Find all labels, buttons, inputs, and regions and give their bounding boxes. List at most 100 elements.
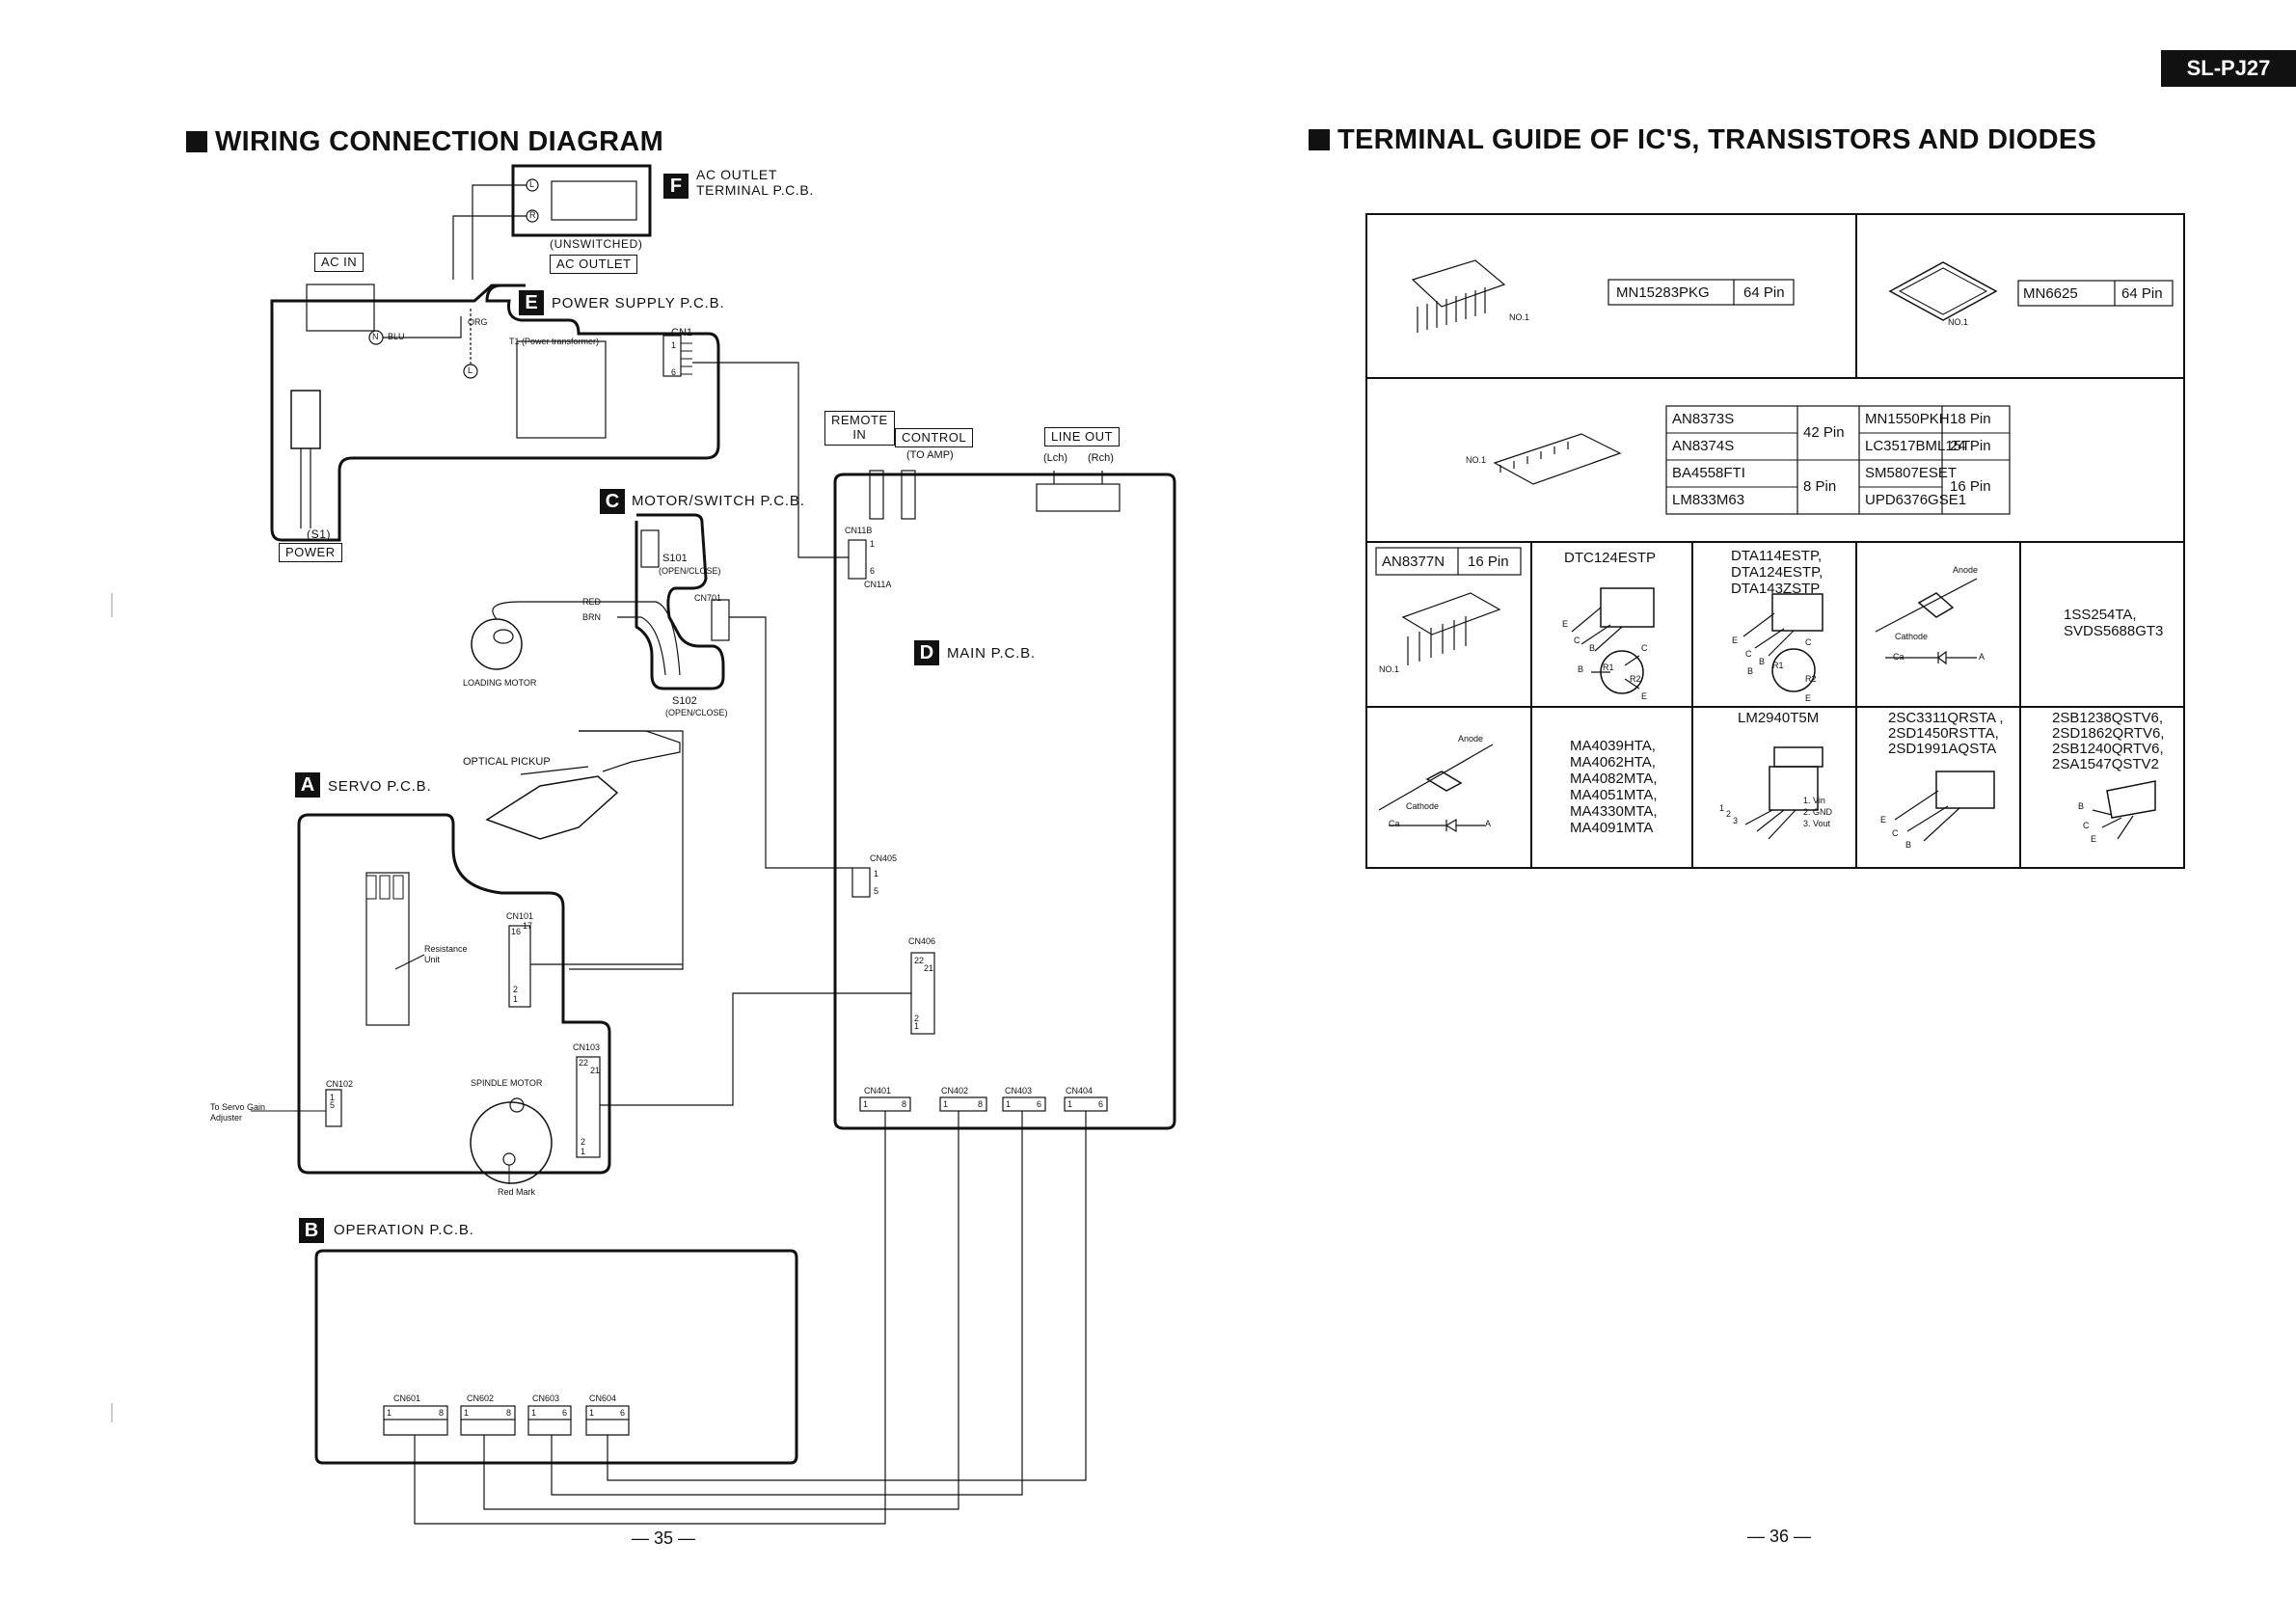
cn403-connector xyxy=(1002,1096,1046,1112)
org-label: ORG xyxy=(468,317,488,327)
cn603-connector xyxy=(527,1405,572,1420)
dtc-b2: B xyxy=(1578,664,1584,674)
pcb-letter-c: C xyxy=(600,489,625,514)
motor-switch-name: MOTOR/SWITCH P.C.B. xyxy=(632,493,805,509)
tr-2sc3311qrsta: 2SC3311QRSTA , xyxy=(1888,710,2004,726)
dta-b2: B xyxy=(1747,666,1754,676)
diode-cathode-label: Cathode xyxy=(1895,632,1929,641)
heading-square-icon xyxy=(186,131,207,152)
transformer-label: T1 (Power transformer) xyxy=(509,337,600,346)
unswitched-label: (UNSWITCHED) xyxy=(550,237,643,251)
sb-b: B xyxy=(2078,801,2085,811)
pins-16: 16 Pin xyxy=(1950,478,1991,495)
resistance-unit xyxy=(365,872,410,1026)
pins-8: 8 Pin xyxy=(1803,478,1837,495)
cn603-pin1: 1 xyxy=(531,1408,537,1418)
cn401-pin8: 8 xyxy=(902,1099,907,1109)
cn101-pin1: 1 xyxy=(513,994,519,1004)
cn11b-label: CN11B xyxy=(845,526,873,535)
resistance-unit-label-1: Resistance xyxy=(424,944,468,954)
terminal-guide-heading-text: TERMINAL GUIDE OF IC'S, TRANSISTORS AND … xyxy=(1337,124,2097,155)
diode-ca-label: Ca xyxy=(1893,652,1904,662)
servo-pcb-name: SERVO P.C.B. xyxy=(328,778,432,795)
wiring-heading-text: WIRING CONNECTION DIAGRAM xyxy=(215,126,664,157)
pcb-letter-d: D xyxy=(914,640,939,665)
cn402-label: CN402 xyxy=(941,1086,969,1096)
cn403-pin1: 1 xyxy=(1006,1099,1012,1109)
cn1-pin1: 1 xyxy=(671,340,677,350)
cn602-connector xyxy=(460,1405,516,1420)
operation-board xyxy=(314,1249,798,1465)
cn604-pin6: 6 xyxy=(620,1408,626,1418)
cn11-pin1: 1 xyxy=(870,539,876,549)
cn1-connector xyxy=(662,335,682,377)
dta-r1: R1 xyxy=(1772,661,1784,670)
diode-anode-label: Anode xyxy=(1953,565,1979,575)
cn103-label: CN103 xyxy=(573,1042,601,1052)
no1-label-a: NO.1 xyxy=(1509,312,1530,322)
cn406-pin21: 21 xyxy=(924,963,934,973)
cn103-pin1: 1 xyxy=(581,1147,586,1156)
ac-outlet-name-1: AC OUTLET xyxy=(696,167,777,182)
diode-1ss254ta: 1SS254TA, xyxy=(2064,607,2137,623)
cn402-connector xyxy=(939,1096,987,1112)
ic-lm833m63: LM833M63 xyxy=(1672,492,1745,508)
pcb-letter-b: B xyxy=(299,1218,324,1243)
cn102-pin1: 1 xyxy=(330,1093,336,1102)
ic-dip-drawing xyxy=(1411,259,1506,333)
cn103-pin22: 22 xyxy=(579,1058,589,1068)
pt-c: C xyxy=(1892,828,1899,838)
ic-an8377n: AN8377N xyxy=(1382,554,1445,570)
control-sub: (TO AMP) xyxy=(906,449,954,461)
ic-sop-drawing xyxy=(1493,433,1622,485)
cn602-pin1: 1 xyxy=(464,1408,470,1418)
tr-2sd1450rstta: 2SD1450RSTTA, xyxy=(1888,725,1999,742)
cn604-pin1: 1 xyxy=(589,1408,595,1418)
cn603-pin6: 6 xyxy=(562,1408,568,1418)
cn401-label: CN401 xyxy=(864,1086,892,1096)
page-number-36: — 36 — xyxy=(1747,1527,1812,1546)
reg-p3: 3 xyxy=(1733,816,1739,825)
cn604-connector xyxy=(585,1405,630,1420)
zener-ma4062hta: MA4062HTA, xyxy=(1570,754,1656,771)
ic-mn6625-pins: 64 Pin xyxy=(2121,285,2163,302)
ac-outlet-name-2: TERMINAL P.C.B. xyxy=(696,182,814,198)
n-node: N xyxy=(372,332,379,341)
remote-in-line2: IN xyxy=(852,426,867,442)
ic-lc3517bml15t-pins: 24 Pin xyxy=(1950,438,1991,454)
lch-label: (Lch) xyxy=(1043,452,1068,464)
cn604-label: CN604 xyxy=(589,1393,617,1403)
power-transformer xyxy=(516,340,607,439)
cn701-label: CN701 xyxy=(694,593,722,603)
reg-p2: 2 xyxy=(1726,809,1732,819)
cn102-label: CN102 xyxy=(326,1079,354,1089)
dta-b: B xyxy=(1759,657,1766,666)
cn603-label: CN603 xyxy=(532,1393,560,1403)
tr-dta114estp: DTA114ESTP, xyxy=(1731,548,1823,564)
control-label: CONTROL xyxy=(895,428,974,448)
cn601-pin8: 8 xyxy=(439,1408,445,1418)
ic-mn1550pkh-pins: 18 Pin xyxy=(1950,411,1991,427)
ic-an8374s: AN8374S xyxy=(1672,438,1735,454)
line-out-label: LINE OUT xyxy=(1044,427,1120,447)
ic-lc3517bml15t: LC3517BML15T xyxy=(1865,438,1971,454)
main-board xyxy=(833,473,1176,1130)
resistance-unit-label-2: Unit xyxy=(424,955,441,964)
reg-vout: 3. Vout xyxy=(1803,819,1831,828)
ic-an8373s: AN8373S xyxy=(1672,411,1735,427)
transistor-dta-drawing xyxy=(1771,593,1823,632)
optical-pickup xyxy=(485,775,619,840)
ac-outlet-board xyxy=(511,164,652,237)
power-supply-board xyxy=(270,284,720,542)
pt-e: E xyxy=(1880,815,1887,825)
servo-board xyxy=(297,813,611,1175)
cn101-pin16: 16 xyxy=(511,927,522,936)
s1-label: (S1) xyxy=(307,527,332,541)
cn103-connector xyxy=(576,1056,601,1158)
cn11-pin6: 6 xyxy=(870,566,876,576)
tr-dtc124estp: DTC124ESTP xyxy=(1564,550,1657,566)
ic-sm5807eset: SM5807ESET xyxy=(1865,465,1958,481)
cn103-pin21: 21 xyxy=(590,1066,601,1075)
